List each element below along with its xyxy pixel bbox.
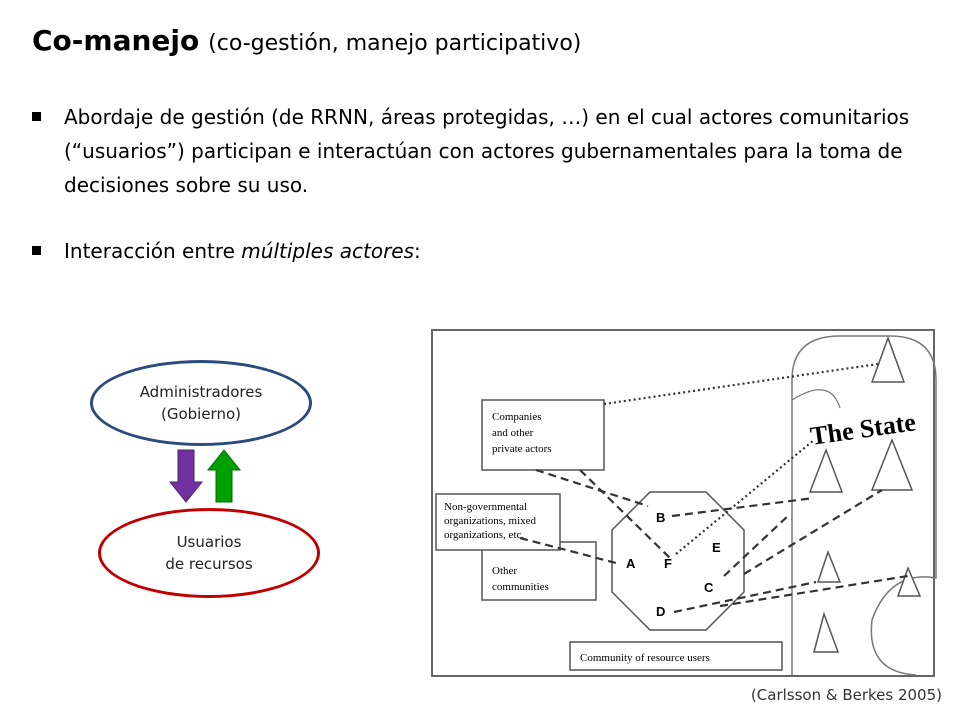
bullet-text-interaction: Interacción entre	[64, 239, 242, 263]
bullet-item-interaction: Interacción entre múltiples actores:	[30, 234, 910, 268]
state-triangle	[870, 437, 914, 491]
interaction-arrows	[168, 449, 242, 503]
users-label-line2: de recursos	[165, 555, 253, 573]
other-communities-line1: Other	[492, 565, 517, 577]
title-subtitle: (co-gestión, manejo participativo)	[208, 31, 582, 56]
actor-letter-d: D	[656, 604, 665, 619]
bullet-square-icon	[32, 246, 41, 255]
state-column	[791, 335, 937, 676]
bullet-square-icon	[32, 112, 41, 121]
dashed-link	[673, 580, 817, 614]
state-triangle	[870, 335, 906, 383]
citation: (Carlsson & Berkes 2005)	[750, 686, 942, 704]
other-communities-box	[481, 541, 597, 601]
government-ellipse: Administradores (Gobierno)	[90, 360, 312, 446]
bullet-text-tail: :	[414, 239, 421, 263]
community-octagon	[611, 491, 745, 631]
dashed-link	[579, 469, 673, 561]
dashed-link	[671, 496, 815, 518]
companies-label-line3: private actors	[492, 443, 552, 455]
state-triangle	[808, 447, 844, 493]
actor-letter-b: B	[656, 510, 665, 525]
actor-letter-a: A	[626, 556, 636, 571]
users-ellipse: Usuarios de recursos	[98, 508, 320, 598]
other-communities-line2: communities	[492, 581, 549, 593]
actor-letter-f: F	[664, 556, 672, 571]
state-triangle	[813, 611, 840, 653]
bullet-text-definition: Abordaje de gestión (de RRNN, áreas prot…	[64, 105, 910, 197]
government-label-line2: (Gobierno)	[160, 405, 241, 423]
state-triangle	[816, 549, 842, 583]
companies-label-line1: Companies	[492, 411, 542, 423]
actor-letter-e: E	[712, 540, 721, 555]
ngo-label-line2: organizations, mixed	[444, 515, 537, 527]
connection-lines	[519, 362, 909, 614]
bullet-list: Abordaje de gestión (de RRNN, áreas prot…	[30, 100, 910, 268]
community-label: Community of resource users	[580, 652, 710, 664]
title-main: Co-manejo	[32, 24, 200, 57]
community-box	[569, 641, 783, 671]
slide-title: Co-manejo (co-gestión, manejo participat…	[32, 24, 581, 57]
bullet-emphasis: múltiples actores	[241, 239, 415, 263]
ngo-label-line1: Non-governmental	[444, 501, 527, 513]
up-arrow-icon	[206, 449, 242, 503]
dotted-link	[603, 362, 879, 406]
actor-letter-c: C	[704, 580, 714, 595]
companies-box	[481, 399, 605, 471]
comanagement-figure: The State Companies and other private ac…	[431, 329, 937, 677]
state-column-curve	[791, 389, 841, 409]
companies-label-line2: and other	[492, 427, 534, 439]
dashed-link	[719, 574, 909, 608]
dashed-link	[743, 489, 883, 575]
ngo-label-line3: organizations, etc.	[444, 529, 524, 541]
state-triangle	[896, 565, 922, 597]
down-arrow-icon	[168, 449, 204, 503]
users-label-line1: Usuarios	[176, 533, 242, 551]
government-label-line1: Administradores	[139, 383, 263, 401]
bullet-item-definition: Abordaje de gestión (de RRNN, áreas prot…	[30, 100, 910, 202]
ngo-box	[435, 493, 561, 551]
dashed-link	[519, 536, 621, 566]
dashed-link	[535, 468, 649, 508]
dashed-link	[723, 513, 791, 577]
